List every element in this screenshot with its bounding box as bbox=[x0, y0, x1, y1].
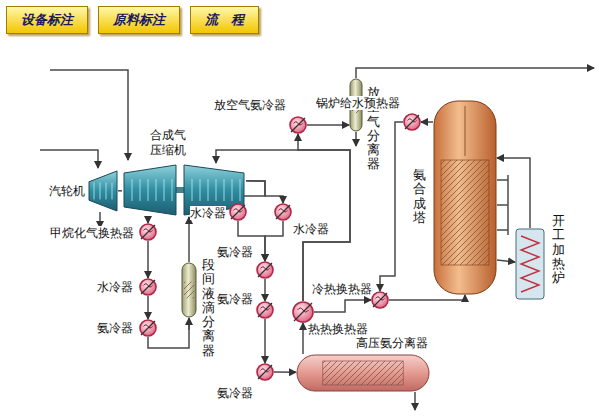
pipe-line bbox=[497, 158, 530, 228]
equipment-icon bbox=[139, 223, 157, 241]
equipment-icon bbox=[274, 203, 292, 221]
equipment-node: 热热换热器 bbox=[371, 291, 389, 309]
tab-label: 原料标注 bbox=[113, 11, 165, 29]
pipe-line bbox=[246, 181, 283, 203]
equipment-icon bbox=[515, 228, 545, 300]
equipment-label: 氨合成塔 bbox=[413, 168, 426, 225]
equipment-icon bbox=[256, 363, 274, 381]
equipment-node: 甲烷化气换热器 bbox=[139, 223, 157, 241]
equipment-node: 氨合成塔 bbox=[433, 100, 497, 295]
equipment-label: 段间液滴分离器 bbox=[202, 258, 215, 358]
tab-label: 设备标注 bbox=[21, 11, 73, 29]
pipe-line bbox=[421, 121, 433, 123]
pipe-line bbox=[147, 241, 149, 278]
pipe-line bbox=[389, 295, 465, 300]
equipment-node: 放空气氨冷器 bbox=[289, 116, 307, 134]
equipment-label: 合成气压缩机 bbox=[150, 128, 186, 158]
equipment-label: 氨冷器 bbox=[217, 292, 253, 306]
equipment-icon bbox=[256, 301, 274, 319]
pipe-line bbox=[298, 134, 350, 301]
equipment-label: 氨冷器 bbox=[217, 386, 253, 400]
equipment-icon bbox=[229, 203, 247, 221]
pipe-line bbox=[380, 122, 403, 291]
tab-button: 原料标注 bbox=[98, 6, 180, 34]
pipe-line bbox=[264, 279, 266, 301]
equipment-node: 锅炉给水预热器 bbox=[403, 113, 421, 131]
equipment-icon bbox=[256, 261, 274, 279]
pipe-line bbox=[147, 217, 149, 223]
pipe-line bbox=[188, 217, 190, 262]
pipe-line bbox=[265, 221, 283, 261]
pipe-line bbox=[497, 260, 515, 262]
equipment-icon bbox=[139, 319, 157, 337]
equipment-label: 锅炉给水预热器 bbox=[316, 96, 400, 110]
pipe-line bbox=[314, 300, 371, 312]
equipment-label: 汽轮机 bbox=[49, 184, 85, 198]
equipment-label: 冷热换热器 bbox=[312, 282, 372, 296]
equipment-label: 热热换热器 bbox=[308, 322, 368, 336]
equipment-label: 水冷器 bbox=[293, 222, 329, 236]
equipment-label: 水冷器 bbox=[190, 206, 226, 220]
equipment-icon bbox=[433, 100, 497, 295]
equipment-node: 水冷器 bbox=[274, 203, 292, 221]
equipment-icon bbox=[371, 291, 389, 309]
equipment-label: 甲烷化气换热器 bbox=[50, 226, 134, 240]
equipment-node: 水冷器 bbox=[229, 203, 247, 221]
pipe-line bbox=[274, 371, 296, 373]
tab-label: 流 程 bbox=[205, 11, 244, 29]
equipment-label: 氨冷器 bbox=[217, 245, 253, 259]
equipment-node: 汽轮机 bbox=[88, 170, 118, 212]
equipment-label: 放空气氨冷器 bbox=[214, 98, 286, 112]
pipe-line bbox=[302, 323, 304, 354]
pipe-line bbox=[147, 296, 149, 319]
equipment-node: 氨冷器 bbox=[256, 363, 274, 381]
equipment-node: 氨冷器 bbox=[256, 301, 274, 319]
equipment-icon bbox=[403, 113, 421, 131]
equipment-label: 高压氨分离器 bbox=[356, 336, 428, 350]
equipment-node: 合成气压缩机 bbox=[122, 163, 246, 217]
pipe-line bbox=[307, 124, 349, 126]
equipment-node: 水冷器 bbox=[139, 278, 157, 296]
equipment-node: 开工加热炉 bbox=[515, 228, 545, 300]
equipment-icon bbox=[289, 116, 307, 134]
pipe-line bbox=[264, 319, 266, 363]
equipment-label: 水冷器 bbox=[97, 280, 133, 294]
equipment-icon bbox=[122, 163, 246, 217]
equipment-icon bbox=[292, 301, 314, 323]
equipment-node: 段间液滴分离器 bbox=[181, 262, 197, 318]
equipment-icon bbox=[88, 170, 118, 212]
tab-button: 设备标注 bbox=[6, 6, 88, 34]
equipment-icon bbox=[296, 354, 430, 392]
equipment-label: 开工加热炉 bbox=[552, 214, 565, 285]
equipment-node: 冷热换热器 bbox=[292, 301, 314, 323]
equipment-node: 氨冷器 bbox=[139, 319, 157, 337]
equipment-icon bbox=[181, 262, 197, 318]
equipment-icon bbox=[139, 278, 157, 296]
equipment-label: 氨冷器 bbox=[97, 321, 133, 335]
pipe-line bbox=[118, 190, 122, 192]
equipment-node: 氨冷器 bbox=[256, 261, 274, 279]
equipment-node: 高压氨分离器 bbox=[296, 354, 430, 392]
tab-button: 流 程 bbox=[190, 6, 259, 34]
